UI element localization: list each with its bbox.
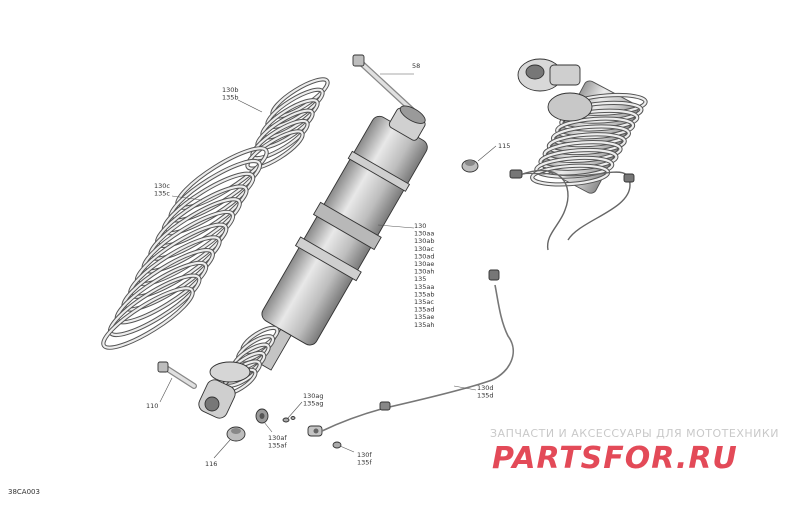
shock-label-14: 135ah	[414, 321, 435, 329]
spring-large-label-1: 130c	[154, 182, 170, 190]
sensor-lower-label-1: 130f	[357, 451, 372, 459]
lower-eye	[198, 361, 251, 419]
label-valve-mid: 130ag 135ag	[303, 392, 326, 408]
assembled-coil	[560, 109, 639, 131]
sensor-connector-top	[509, 169, 553, 179]
assembled-coil	[543, 141, 622, 162]
valve-part	[255, 408, 269, 424]
label-bolt-top: 58	[412, 62, 420, 70]
nut-top	[461, 159, 479, 173]
shock-label-6: 130ae	[414, 260, 434, 268]
shock-label-13: 135ae	[414, 313, 434, 321]
shock-body	[260, 105, 428, 371]
valve-mid-label-1: 130ag	[303, 392, 324, 400]
nut-bottom	[226, 426, 246, 442]
watermark-logo-part1: PARTS	[492, 441, 603, 476]
label-nut-bottom: 116	[205, 460, 217, 468]
spring-coil	[102, 287, 194, 349]
label-valve-lower: 130af 135af	[268, 434, 289, 450]
label-harness: 130d 135d	[477, 384, 496, 400]
label-sensor-lower: 130f 135f	[357, 451, 374, 467]
o-ring-part	[282, 416, 296, 423]
assembled-coil	[556, 117, 635, 139]
shock-label-11: 135ac	[414, 298, 434, 306]
spring-small	[245, 77, 330, 171]
harness-label-2: 135d	[477, 392, 494, 400]
watermark-logo-part2: FOR.RU	[603, 441, 738, 476]
shock-label-7: 130ah	[414, 268, 435, 276]
assembled-coil	[547, 133, 626, 155]
label-nut-top: 115	[498, 142, 510, 150]
harness-label-1: 130d	[477, 384, 494, 392]
shock-label-2: 130aa	[414, 230, 434, 238]
label-spring-small: 130b 135b	[222, 86, 241, 102]
watermark-tagline: ЗАПЧАСТИ И АКСЕССУАРЫ ДЛЯ МОТОТЕХНИКИ	[490, 427, 779, 440]
label-spring-large: 130c 135c	[154, 182, 172, 198]
wire-harness	[321, 269, 514, 432]
sensor-lower-label-2: 135f	[357, 459, 372, 467]
shock-label-1: 130	[414, 222, 426, 230]
shock-label-10: 135ab	[414, 290, 435, 298]
reference-code: 38CA003	[8, 488, 40, 496]
shock-label-4: 130ac	[414, 245, 434, 253]
shock-label-3: 130ab	[414, 237, 435, 245]
sensor-part	[307, 425, 342, 449]
valve-mid-label-2: 135ag	[303, 400, 324, 408]
spring-large	[101, 146, 269, 350]
shock-label-12: 135ad	[414, 306, 435, 314]
shock-label-8: 135	[414, 275, 426, 283]
assembled-coil	[551, 125, 630, 147]
bolt-bottom	[157, 361, 197, 389]
shock-label-5: 130ad	[414, 252, 435, 260]
valve-lower-label-2: 135af	[268, 442, 287, 450]
shock-label-9: 135aa	[414, 283, 434, 291]
label-bolt-bottom: 110	[146, 402, 158, 410]
valve-lower-label-1: 130af	[268, 434, 287, 442]
spring-coil	[246, 130, 304, 170]
watermark-logo: PARTSFOR.RU	[492, 441, 738, 476]
spring-small-label-2: 135b	[222, 94, 239, 102]
label-shock-body: 130 130aa 130ab 130ac 130ad 130ae 130ah …	[414, 222, 437, 329]
spring-large-label-2: 135c	[154, 190, 170, 198]
spring-small-label-1: 130b	[222, 86, 239, 94]
assembled-shock	[517, 58, 648, 251]
assembled-coil	[539, 148, 618, 170]
bolt-top	[352, 54, 415, 113]
